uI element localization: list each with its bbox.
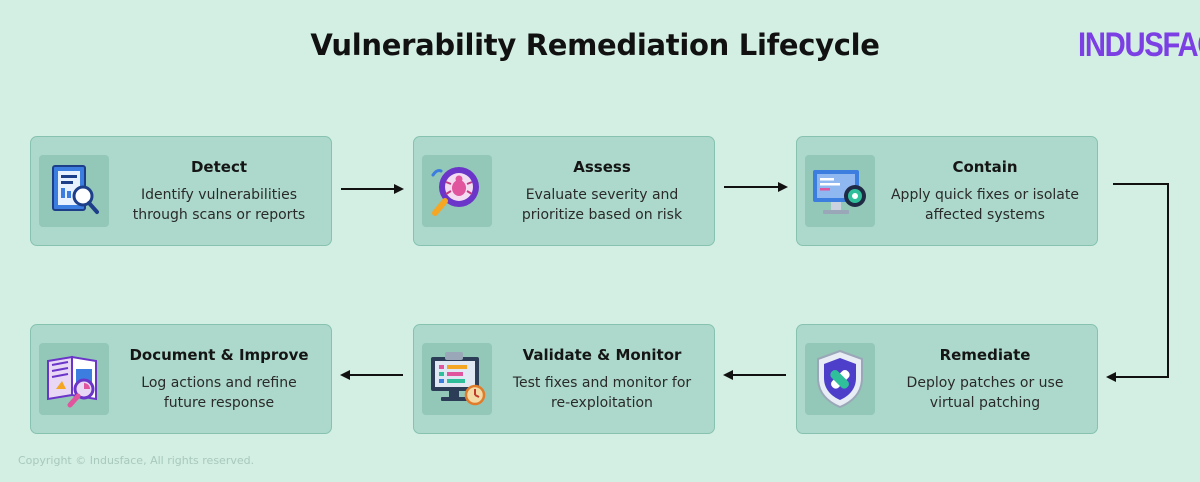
step-description: Identify vulnerabilities through scans o… bbox=[132, 187, 306, 223]
step-card-validate-monitor: Validate & Monitor Test fixes and monito… bbox=[413, 324, 715, 434]
step-title: Detect bbox=[190, 158, 248, 176]
step-description: Deploy patches or use virtual patching bbox=[906, 375, 1064, 411]
copyright-text: Copyright © Indusface, All rights reserv… bbox=[18, 454, 255, 467]
report-search-icon bbox=[39, 155, 109, 227]
step-card-assess: Assess Evaluate severity and prioritize … bbox=[413, 136, 715, 246]
step-title: Assess bbox=[573, 158, 631, 176]
step-card-contain: Contain Apply quick fixes or isolate aff… bbox=[796, 136, 1098, 246]
step-description: Test fixes and monitor for re-exploitati… bbox=[512, 375, 692, 411]
monitor-checklist-icon bbox=[422, 343, 492, 415]
step-card-document-improve: Document & Improve Log actions and refin… bbox=[30, 324, 332, 434]
step-description: Log actions and refine future response bbox=[141, 375, 297, 411]
step-card-remediate: Remediate Deploy patches or use virtual … bbox=[796, 324, 1098, 434]
page-title: Vulnerability Remediation Lifecycle bbox=[310, 28, 880, 62]
book-analysis-icon bbox=[39, 343, 109, 415]
step-title: Remediate bbox=[939, 346, 1031, 364]
step-description: Apply quick fixes or isolate affected sy… bbox=[890, 187, 1079, 223]
shield-patch-icon bbox=[805, 343, 875, 415]
brand-logo: INDUSFACETM bbox=[1078, 26, 1200, 65]
brand-name: INDUSFACE bbox=[1078, 26, 1200, 64]
monitor-eye-icon bbox=[805, 155, 875, 227]
step-title: Document & Improve bbox=[129, 346, 309, 364]
step-description: Evaluate severity and prioritize based o… bbox=[521, 187, 683, 223]
step-title: Contain bbox=[952, 158, 1018, 176]
arrow-contain-to-remediate bbox=[1106, 183, 1169, 382]
step-title: Validate & Monitor bbox=[522, 346, 682, 364]
step-card-detect: Detect Identify vulnerabilities through … bbox=[30, 136, 332, 246]
bug-magnifier-icon bbox=[422, 155, 492, 227]
